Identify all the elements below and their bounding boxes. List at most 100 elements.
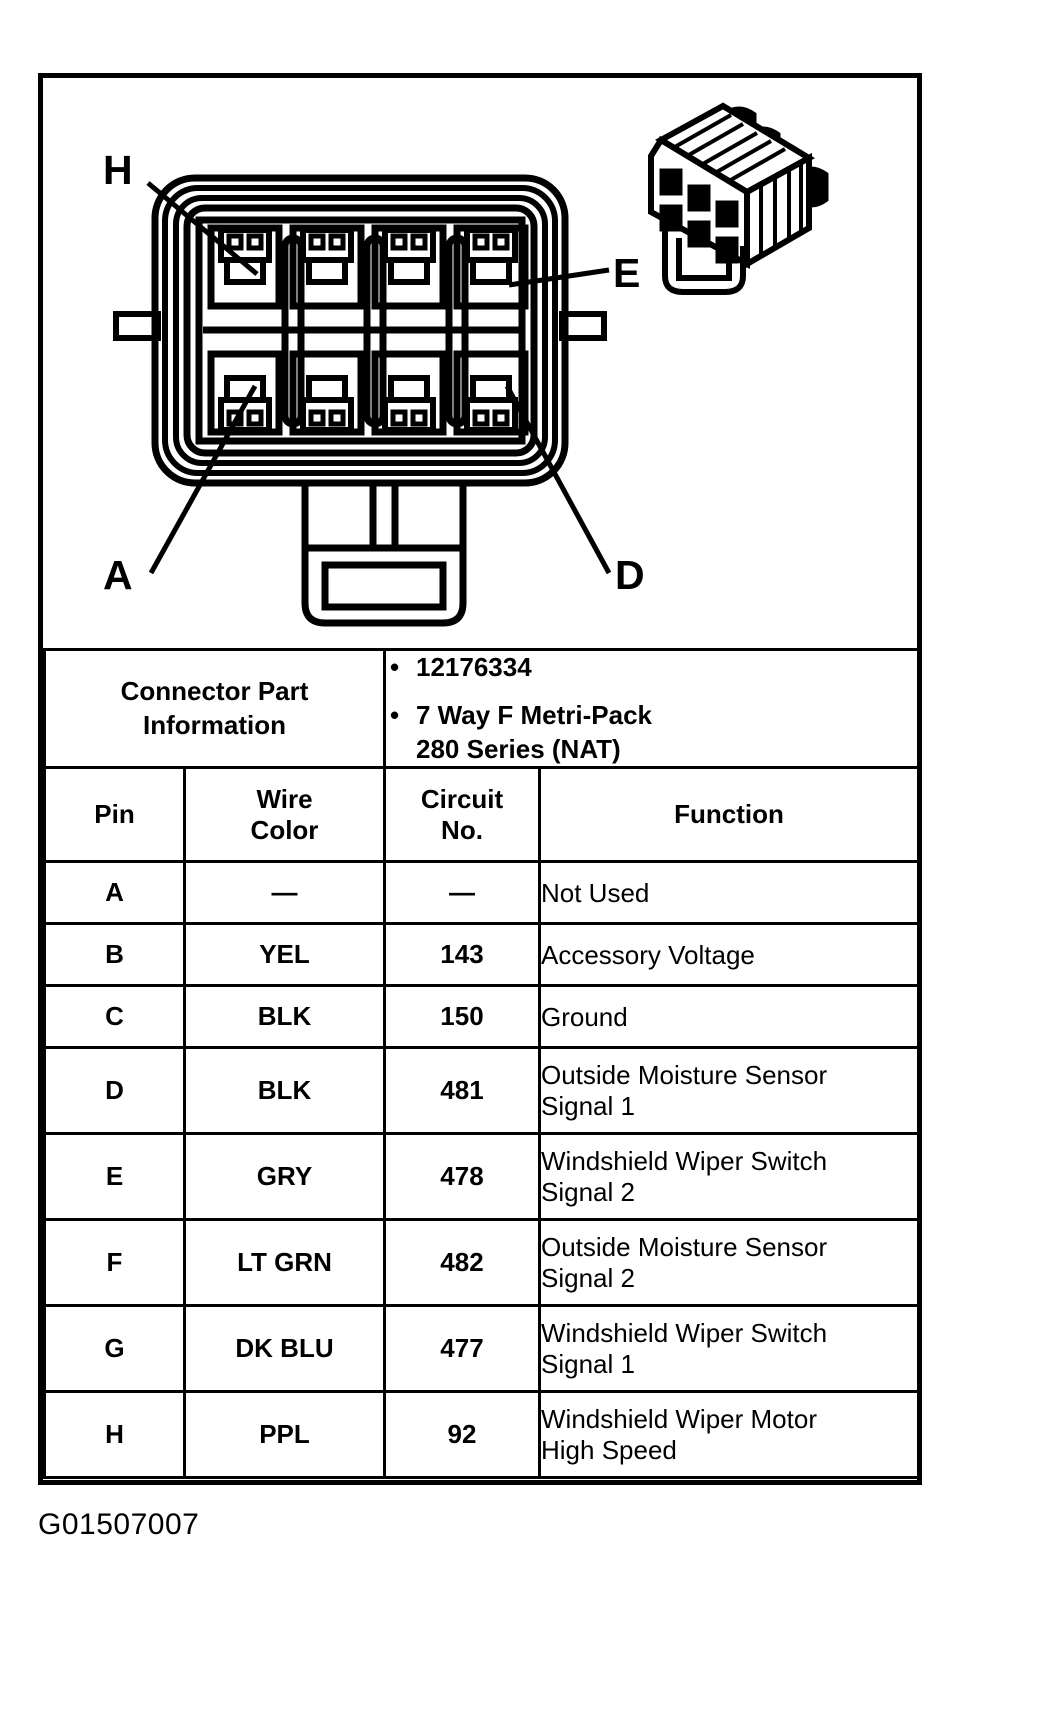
wire-color-line2: Color [250,814,319,845]
cell-function: Windshield Wiper Switch Signal 1 [537,1304,921,1394]
column-header-circuit-no: Circuit No. [383,766,541,864]
iso-latch-bail [662,224,746,295]
cell-circuit-no: 92 [383,1390,541,1480]
callout-letter-e: E [613,250,641,296]
cpi-label-line2: Information [143,709,286,740]
column-header-function: Function [537,766,921,864]
cavity-row-bottom [207,350,529,436]
connector-side-tab-left [113,311,161,341]
connector-isometric-view [648,102,829,295]
bullet-icon: • [390,652,400,682]
function-line1: Not Used [541,877,650,908]
function-line1: Outside Moisture Sensor [541,1232,828,1263]
leader-line-D [504,384,612,575]
cell-pin: G [43,1304,186,1394]
table-row: B YEL 143 Accessory Voltage [43,922,921,988]
table-row: G DK BLU 477 Windshield Wiper Switch Sig… [43,1304,921,1394]
table-header-row: Pin Wire Color Circuit No. Function [43,766,921,864]
cpi-detail-list: • 12176334 • 7 Way F Metri-Pack 280 Seri… [386,651,917,766]
table-row: A — — Not Used [43,860,921,926]
cell-circuit-no: 481 [383,1046,541,1136]
connector-latch [301,483,467,627]
connector-part-information-label: Connector Part Information [43,647,386,770]
cpi-detail-item-part-number: • 12176334 [390,651,917,685]
table-row: H PPL 92 Windshield Wiper Motor High Spe… [43,1390,921,1480]
leader-line-E [508,267,610,288]
wire-color-line1: Wire [256,783,313,814]
connector-part-information-row: Connector Part Information • 12176334 • … [43,647,921,770]
bullet-icon: • [390,699,400,730]
connector-part-information-details: • 12176334 • 7 Way F Metri-Pack 280 Seri… [382,647,921,770]
column-header-wire-color: Wire Color [183,766,386,864]
callout-letter-a: A [103,552,133,598]
function-line2: Signal 1 [541,1090,635,1121]
callout-leader-lines [146,181,612,575]
cell-function: Outside Moisture Sensor Signal 2 [537,1218,921,1308]
cell-pin: D [43,1046,186,1136]
figure-caption-id: G01507007 [38,1508,200,1541]
cell-wire-color: YEL [183,922,386,988]
connector-diagram-svg [113,102,829,627]
cpi-detail-item-type: • 7 Way F Metri-Pack 280 Series (NAT) [390,699,917,767]
callout-letter-d: D [615,552,645,598]
function-line1: Windshield Wiper Switch [541,1318,828,1349]
circuit-no-line1: Circuit [420,783,504,814]
function-line2: Signal 2 [541,1176,635,1207]
function-line1: Accessory Voltage [541,939,755,970]
function-line2: High Speed [541,1434,677,1465]
cell-wire-color: LT GRN [183,1218,386,1308]
iso-side-ribs [759,162,803,256]
cell-function: Not Used [537,860,921,926]
connector-side-tab-right [559,311,607,341]
circuit-no-line2: No. [441,814,483,845]
connector-diagram: H E A D [43,78,917,648]
table-row: D BLK 481 Outside Moisture Sensor Signal… [43,1046,921,1136]
cell-function: Ground [537,984,921,1050]
cavity-plate [195,216,526,445]
cpi-part-number: 12176334 [416,652,532,682]
table-row: E GRY 478 Windshield Wiper Switch Signal… [43,1132,921,1222]
leader-line-H [146,181,259,276]
cell-wire-color: BLK [183,1046,386,1136]
cell-pin: F [43,1218,186,1308]
cell-wire-color: PPL [183,1390,386,1480]
cell-pin: A [43,860,186,926]
cell-function: Windshield Wiper Switch Signal 2 [537,1132,921,1222]
callout-letter-h: H [103,147,133,193]
cavity-bottom-1 [207,350,283,436]
cell-circuit-no: 482 [383,1218,541,1308]
iso-top-ribs [672,113,786,183]
function-line2: Signal 1 [541,1348,635,1379]
cell-wire-color: DK BLU [183,1304,386,1394]
leader-line-A [148,384,258,575]
connector-information-table: Connector Part Information • 12176334 • … [43,647,921,1480]
cell-pin: C [43,984,186,1050]
cell-function: Windshield Wiper Motor High Speed [537,1390,921,1480]
cell-circuit-no: 143 [383,922,541,988]
function-line1: Windshield Wiper Motor [541,1404,817,1435]
cpi-type-line1: 7 Way F Metri-Pack [416,699,653,730]
cell-pin: E [43,1132,186,1222]
cell-circuit-no: — [383,860,541,926]
cell-pin: H [43,1390,186,1480]
cpi-type-line2: 280 Series (NAT) [416,733,621,764]
cavity-bottom-2 [289,350,365,436]
function-line2: Signal 2 [541,1262,635,1293]
figure-frame: H E A D Connector Part Information • [38,73,922,1485]
cpi-label-line1: Connector Part [120,676,309,707]
function-line1: Outside Moisture Sensor [541,1060,828,1091]
cell-function: Outside Moisture Sensor Signal 1 [537,1046,921,1136]
cell-pin: B [43,922,186,988]
cell-wire-color: BLK [183,984,386,1050]
function-line1: Windshield Wiper Switch [541,1146,828,1177]
function-line1: Ground [541,1001,628,1032]
cell-wire-color: — [183,860,386,926]
column-header-pin: Pin [43,766,186,864]
cell-circuit-no: 477 [383,1304,541,1394]
cavity-bottom-3 [371,350,447,436]
cell-circuit-no: 478 [383,1132,541,1222]
cell-wire-color: GRY [183,1132,386,1222]
table-row: F LT GRN 482 Outside Moisture Sensor Sig… [43,1218,921,1308]
cavity-top-1 [207,224,283,310]
cell-circuit-no: 150 [383,984,541,1050]
